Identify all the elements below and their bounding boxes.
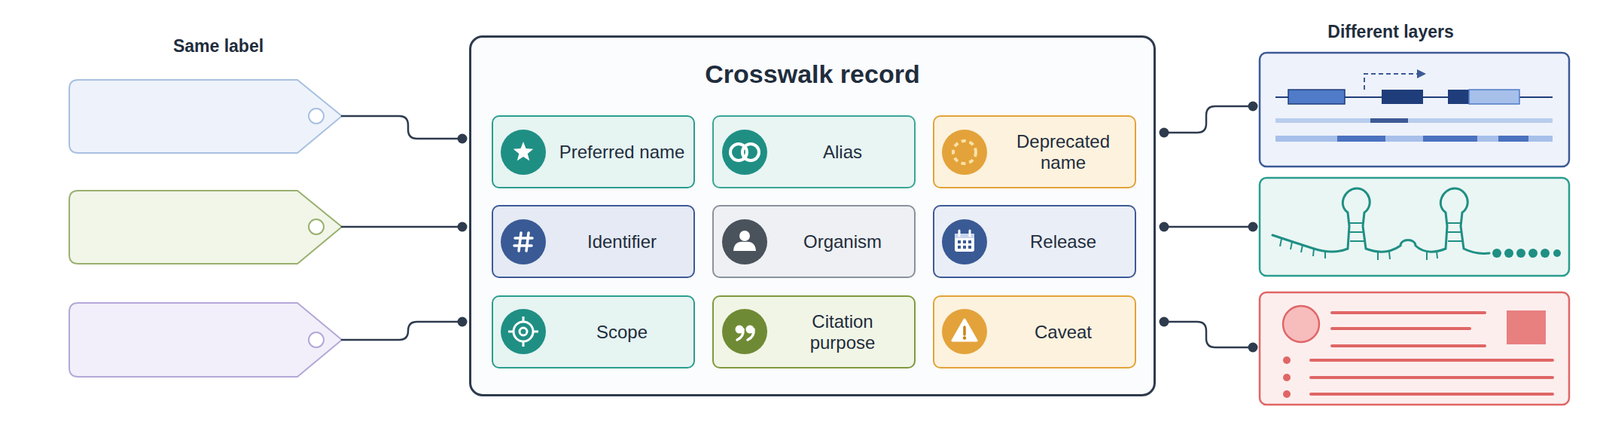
transcript-segment — [1498, 135, 1529, 142]
column-heading: Different layers — [1327, 21, 1454, 43]
leader-wire — [1164, 106, 1253, 133]
arrow-head — [1417, 69, 1427, 79]
tag-hole — [308, 332, 324, 348]
exon-block — [1288, 89, 1345, 104]
calendar-icon — [941, 219, 988, 265]
record-box: Crosswalk recordPreferred name Alias Depre… — [469, 35, 1156, 397]
field-name: Preferred name — [559, 141, 686, 163]
leader-wire — [341, 225, 463, 229]
image-square — [1506, 310, 1546, 345]
transcript-band — [1275, 135, 1553, 142]
tag-shape — [69, 302, 342, 377]
panel-frame — [1259, 177, 1570, 276]
field-name: Release — [1030, 231, 1097, 253]
leader-wire — [341, 115, 463, 139]
bullets — [1283, 356, 1291, 398]
exon-block — [1381, 89, 1424, 104]
field-name: Deprecated name — [997, 131, 1129, 174]
star-icon — [500, 129, 546, 175]
deprecated-icon — [941, 129, 988, 175]
transcript-band — [1275, 118, 1553, 123]
quote-icon — [722, 308, 768, 354]
junction-dots — [457, 101, 1259, 353]
leader-wire — [341, 321, 463, 340]
tail-beads — [1492, 248, 1561, 258]
field-name: Caveat — [1034, 321, 1092, 343]
tss-arrow — [1364, 73, 1419, 90]
field-name: Organism — [803, 231, 882, 253]
warning-icon — [941, 308, 988, 354]
transcript-segment — [1370, 118, 1408, 123]
field-name: Identifier — [587, 231, 657, 253]
field-name: Alias — [822, 141, 863, 163]
transcript-segment — [1337, 135, 1386, 142]
transcript-segment — [1423, 135, 1478, 142]
tag-shape — [69, 79, 342, 153]
column-heading: Same label — [173, 35, 264, 57]
document-panel — [1259, 292, 1570, 405]
exon-block — [1468, 89, 1520, 104]
rna-panel — [1259, 177, 1570, 276]
record-title: Crosswalk record — [471, 58, 1154, 89]
avatar-circle — [1283, 305, 1320, 342]
hash-icon — [500, 219, 546, 265]
panel-frame — [1259, 292, 1570, 405]
alias-icon — [722, 129, 768, 175]
base-ticks — [1280, 222, 1463, 260]
panel-frame — [1259, 52, 1570, 167]
rna-strand — [1272, 188, 1490, 253]
label-tags — [69, 79, 342, 377]
leader-wire — [1164, 321, 1253, 348]
organism-icon — [722, 219, 768, 265]
tag-shape — [69, 190, 342, 264]
target-icon — [500, 308, 546, 354]
tag-hole — [308, 219, 324, 235]
exon-block — [1447, 89, 1469, 104]
field-name: Scope — [596, 321, 648, 343]
field-name: Citation purpose — [777, 310, 909, 354]
leader-wire — [1164, 225, 1253, 229]
gene-model-panel — [1259, 52, 1570, 167]
tag-hole — [308, 108, 324, 124]
